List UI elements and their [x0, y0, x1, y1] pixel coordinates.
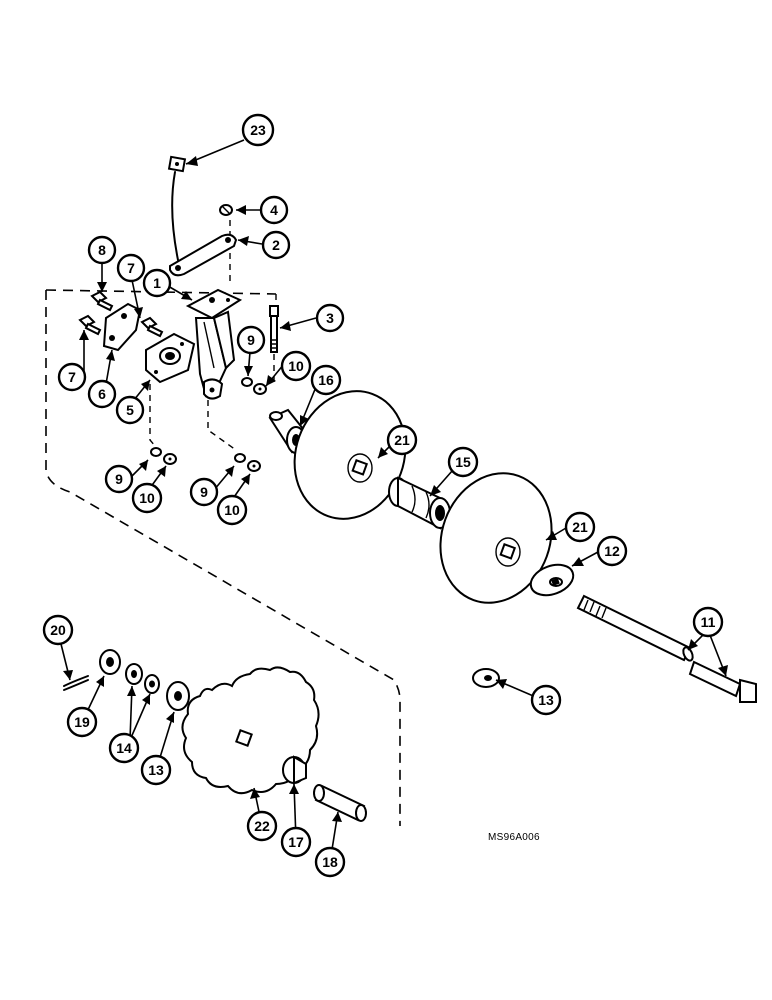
dashed-link-9-10 [149, 384, 161, 453]
part-11-axle-square-head [688, 660, 757, 703]
callout-label: 23 [250, 122, 266, 138]
callout-10-upper: 10 [280, 350, 312, 382]
part-12-end-washer [529, 563, 575, 597]
callout-16: 16 [310, 364, 342, 396]
dashed-link-9c-10c [207, 400, 237, 451]
callout-21-lower: 21 [564, 511, 596, 543]
callout-9-upper: 9 [236, 325, 266, 355]
callout-label: 13 [538, 692, 554, 708]
callout-label: 14 [116, 740, 132, 756]
callout-7-upper: 7 [116, 253, 146, 283]
part-4-nut [219, 204, 233, 216]
part-11-axle-threaded [576, 594, 694, 662]
callout-9-left: 9 [104, 464, 134, 494]
callout-label: 5 [126, 402, 134, 418]
part-13-washer-left [166, 681, 190, 711]
callout-15: 15 [447, 446, 479, 478]
figure-code: MS96A006 [488, 832, 540, 843]
part-21-disc-blade-b [439, 472, 553, 604]
callout-1: 1 [142, 268, 172, 298]
callout-7-lower: 7 [57, 362, 87, 392]
part-23-grease-line [167, 155, 187, 261]
callout-label: 17 [288, 834, 304, 850]
callout-label: 7 [68, 369, 76, 385]
callout-6: 6 [87, 379, 117, 409]
part-3-bolt [269, 305, 279, 353]
part-19-castle-nut [99, 649, 121, 675]
part-6-plate [102, 302, 142, 352]
callout-label: 22 [254, 818, 270, 834]
callout-4: 4 [259, 195, 289, 225]
callout-label: 7 [127, 260, 135, 276]
callout-label: 10 [224, 502, 240, 518]
callout-10-left: 10 [131, 482, 163, 514]
callout-label: 9 [200, 484, 208, 500]
part-9-washer-a [241, 377, 253, 387]
part-20-cotter-pin [63, 675, 89, 691]
part-7-bolt-upper [140, 316, 164, 338]
callout-19: 19 [66, 706, 98, 738]
part-8-bolt [90, 290, 114, 312]
callout-label: 4 [270, 202, 278, 218]
callout-label: 12 [604, 543, 620, 559]
callout-3: 3 [315, 303, 345, 333]
callout-14: 14 [108, 732, 140, 764]
callout-23: 23 [241, 113, 275, 147]
callout-label: 18 [322, 854, 338, 870]
callout-label: 3 [326, 310, 334, 326]
callout-label: 19 [74, 714, 90, 730]
callout-label: 21 [394, 432, 410, 448]
callout-10-right: 10 [216, 494, 248, 526]
part-17-hub-cone [282, 755, 307, 785]
callout-label: 10 [288, 358, 304, 374]
callout-20: 20 [42, 614, 74, 646]
callout-13-right: 13 [530, 684, 562, 716]
part-2-strap [169, 233, 238, 277]
part-7-bolt-lower [78, 314, 102, 336]
assembly-boundary-top [45, 289, 277, 295]
part-10-nut-c [247, 460, 261, 472]
part-14-washer-a [125, 663, 143, 685]
part-9-washer-c [234, 453, 246, 463]
callout-label: 21 [572, 519, 588, 535]
part-1-hanger-bracket [185, 288, 243, 400]
callout-label: 2 [272, 237, 280, 253]
callout-label: 9 [247, 332, 255, 348]
callout-17: 17 [280, 826, 312, 858]
part-15-spacer-spool [388, 476, 451, 530]
part-10-nut-a [253, 383, 267, 395]
arrowheads [63, 156, 728, 822]
callout-label: 9 [115, 471, 123, 487]
callout-label: 11 [701, 614, 716, 630]
callout-label: 13 [148, 762, 164, 778]
callout-9-right: 9 [189, 477, 219, 507]
callout-8: 8 [87, 235, 117, 265]
callout-21-upper: 21 [386, 424, 418, 456]
part-21-disc-blade-a [293, 390, 407, 520]
callout-11: 11 [692, 606, 724, 638]
callout-label: 15 [455, 454, 471, 470]
callout-2: 2 [261, 230, 291, 260]
callout-5: 5 [115, 395, 145, 425]
callout-label: 16 [318, 372, 334, 388]
part-18-spacer-tube [313, 784, 367, 822]
callout-22: 22 [246, 810, 278, 842]
part-9-washer-b [150, 447, 162, 457]
part-10-nut-b [163, 453, 177, 465]
callout-label: 8 [98, 242, 106, 258]
part-5-bearing-flange [145, 332, 196, 384]
callout-label: 1 [153, 275, 161, 291]
callout-label: 10 [139, 490, 155, 506]
callout-18: 18 [314, 846, 346, 878]
part-14-washer-b [144, 674, 160, 694]
part-13-washer-right [472, 668, 500, 688]
callout-label: 20 [50, 622, 66, 638]
callout-label: 6 [98, 386, 106, 402]
callout-12: 12 [596, 535, 628, 567]
callout-13-left: 13 [140, 754, 172, 786]
